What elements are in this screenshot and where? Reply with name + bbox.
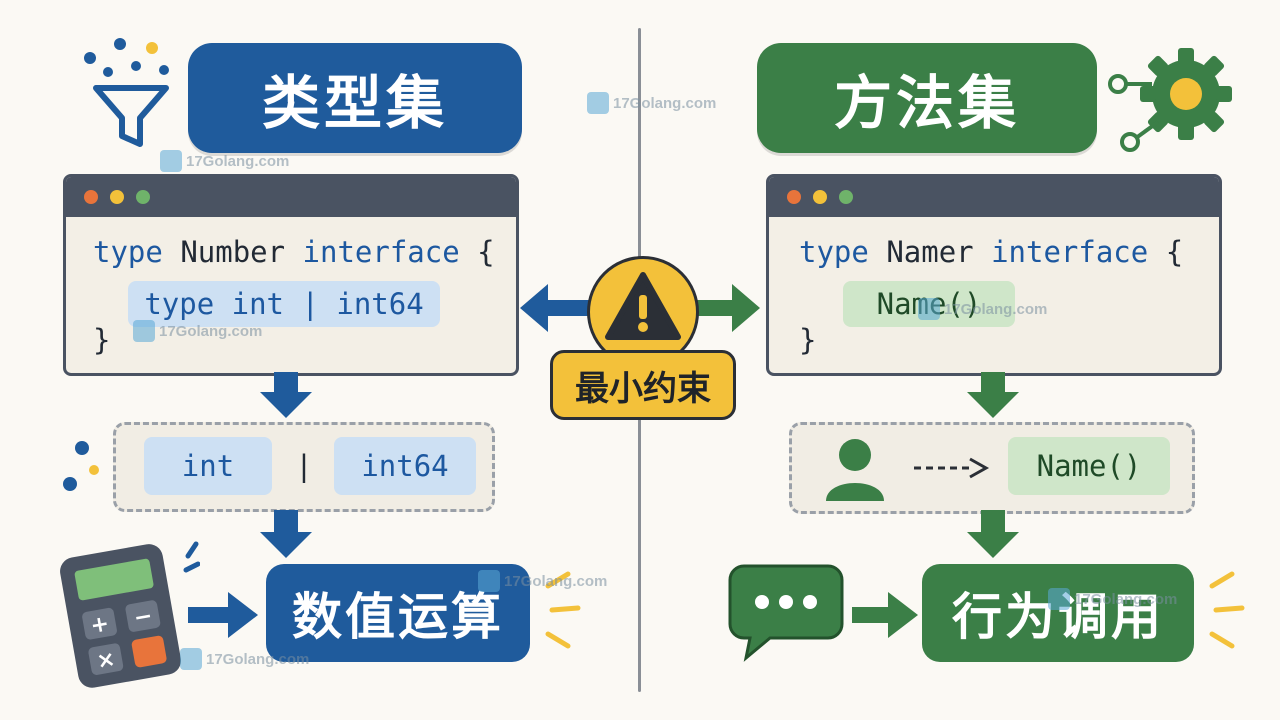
right-arrow-icon xyxy=(690,284,760,332)
sparkle-lines-icon xyxy=(1209,571,1245,649)
svg-text:+: + xyxy=(89,611,111,639)
behavior-call-result: 行为调用 xyxy=(922,564,1194,662)
union-box: int | int64 xyxy=(113,422,495,512)
right-arrow-icon xyxy=(188,592,258,638)
right-arrow-icon xyxy=(852,592,918,638)
type-constraint-pill: type int | int64 xyxy=(128,281,440,327)
minimize-dot xyxy=(110,190,124,204)
namer-code-window: type Namer interface { Name() } xyxy=(766,174,1222,376)
number-code-window: type Number interface { type int | int64… xyxy=(63,174,519,376)
code-line-close: } xyxy=(93,323,111,357)
int-pill: int xyxy=(144,437,272,495)
watermark-logo-icon xyxy=(180,648,202,670)
down-arrow-icon xyxy=(967,510,1019,558)
minimal-constraint-label: 最小约束 xyxy=(550,350,736,420)
watermark: 17Golang.com xyxy=(1048,588,1177,610)
window-titlebar xyxy=(66,177,516,217)
funnel-icon xyxy=(84,38,169,147)
dashed-arrow-icon xyxy=(914,457,990,479)
watermark: 17Golang.com xyxy=(160,150,289,172)
code-line-close: } xyxy=(799,323,817,357)
code-line-1: type Namer interface { xyxy=(799,235,1184,269)
decor-dots-icon xyxy=(63,441,99,491)
method-set-title: 方法集 xyxy=(757,43,1097,153)
down-arrow-icon xyxy=(260,372,312,418)
watermark-logo-icon xyxy=(133,320,155,342)
maximize-dot xyxy=(839,190,853,204)
union-separator: | xyxy=(295,449,313,483)
down-arrow-icon xyxy=(967,372,1019,418)
name-method-pill: Name() xyxy=(1008,437,1170,495)
maximize-dot xyxy=(136,190,150,204)
down-arrow-icon xyxy=(260,510,312,558)
minimize-dot xyxy=(813,190,827,204)
watermark-logo-icon xyxy=(587,92,609,114)
code-line-1: type Number interface { xyxy=(93,235,495,269)
calculator-icon: + − × xyxy=(60,541,200,688)
chat-bubble-icon xyxy=(728,564,844,662)
svg-text:−: − xyxy=(132,604,154,632)
watermark-logo-icon xyxy=(478,570,500,592)
watermark: 17Golang.com xyxy=(133,320,262,342)
close-dot xyxy=(787,190,801,204)
watermark-logo-icon xyxy=(160,150,182,172)
watermark: 17Golang.com xyxy=(587,92,716,114)
type-set-title: 类型集 xyxy=(188,43,522,153)
sparkle-lines-icon xyxy=(545,571,581,649)
warning-icon xyxy=(605,272,681,340)
left-arrow-icon xyxy=(520,284,590,332)
int64-pill: int64 xyxy=(334,437,476,495)
window-titlebar xyxy=(769,177,1219,217)
watermark-logo-icon xyxy=(1048,588,1070,610)
watermark: 17Golang.com xyxy=(478,570,607,592)
close-dot xyxy=(84,190,98,204)
watermark-logo-icon xyxy=(918,298,940,320)
user-icon xyxy=(826,439,884,501)
watermark: 17Golang.com xyxy=(918,298,1047,320)
svg-text:×: × xyxy=(95,647,117,675)
gear-icon xyxy=(1108,48,1232,152)
warning-badge xyxy=(587,256,699,368)
watermark: 17Golang.com xyxy=(180,648,309,670)
method-call-box: Name() xyxy=(789,422,1195,514)
